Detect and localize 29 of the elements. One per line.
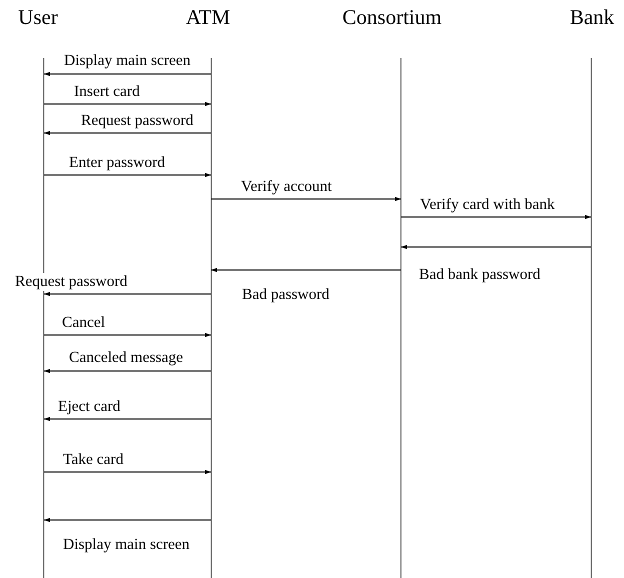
participant-name: Bank	[570, 4, 614, 30]
edge-label: Bad bank password	[418, 266, 542, 284]
message-arrow	[211, 196, 401, 202]
message-arrow	[44, 416, 211, 422]
message-arrow	[44, 172, 211, 178]
edge-label: Canceled message	[68, 349, 184, 367]
edge-label: Request password	[14, 273, 128, 291]
message-arrow	[211, 268, 401, 272]
edge-label: Eject card	[57, 398, 122, 416]
edge-label: Display main screen	[63, 52, 192, 70]
edge-label: Request password	[80, 112, 194, 130]
message-arrow	[44, 470, 211, 474]
participant-name: User	[18, 4, 58, 30]
message-arrow	[44, 130, 211, 136]
message-arrow	[401, 214, 591, 220]
participant-name: Consortium	[342, 4, 442, 30]
message-arrow	[44, 518, 211, 522]
message-arrow	[44, 102, 211, 106]
message-arrow	[44, 292, 211, 296]
edge-label: Verify account	[240, 178, 333, 196]
edge-label: Bad password	[241, 286, 330, 304]
message-arrow	[44, 72, 211, 76]
message-arrow	[44, 368, 211, 374]
message-arrow	[401, 244, 591, 250]
edge-label: Display main screen	[62, 536, 191, 554]
edge-label: Enter password	[68, 154, 166, 172]
participant-name: ATM	[186, 4, 230, 30]
message-arrow	[44, 332, 211, 338]
edge-label: Verify card with bank	[419, 196, 556, 214]
